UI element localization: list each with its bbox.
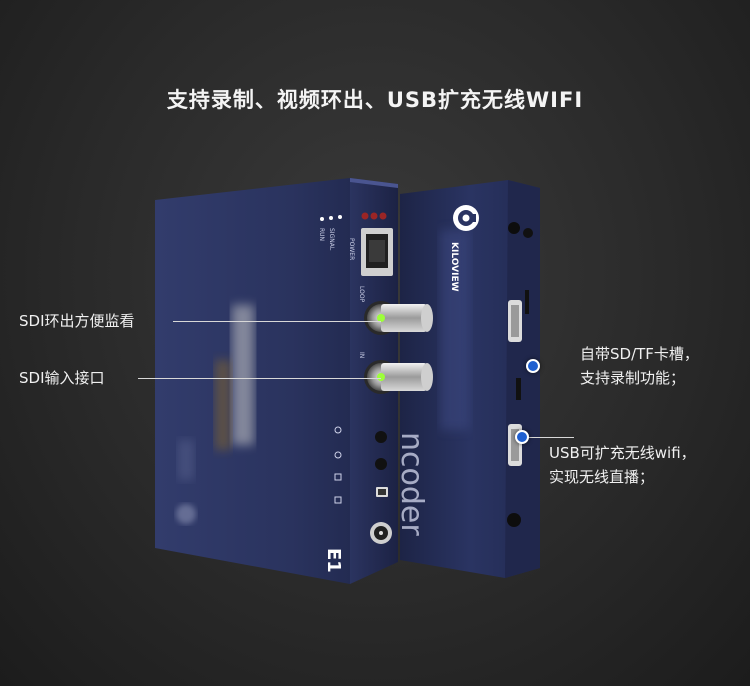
callout-usb-line1: USB可扩充无线wifi， <box>549 444 696 462</box>
callout-dot-sd-slot <box>526 359 540 373</box>
sdi-loop-connector <box>364 301 433 335</box>
indicator-label-signal: SIGNAL <box>328 228 335 251</box>
callout-line-sdi-loop <box>173 321 381 322</box>
callout-sdi-loop: SDI环出方便监看 <box>19 312 135 330</box>
indicator-label-run: RUN <box>318 228 325 241</box>
headline: 支持录制、视频环出、USB扩充无线WIFI <box>166 88 584 112</box>
led-loop <box>377 314 385 322</box>
sdi-input-connector <box>364 360 433 394</box>
callout-sd-slot-line1: 自带SD/TF卡槽， <box>580 345 699 363</box>
callout-sd-slot-line2: 支持录制功能； <box>580 369 686 387</box>
front-unit <box>155 178 433 584</box>
callout-line-usb <box>522 437 574 438</box>
model-mark: E1 <box>323 548 344 573</box>
callout-line-sdi-in <box>138 378 381 379</box>
port-label-loop: LOOP <box>358 286 365 303</box>
indicator-labels: POWER <box>348 238 355 260</box>
side-encoder-text: ncoder <box>394 432 429 536</box>
brand-text: KILOVIEW <box>449 242 459 292</box>
callout-dot-usb <box>515 430 529 444</box>
port-label-in: IN <box>358 352 365 358</box>
callout-usb: USB可扩充无线wifi， 实现无线直播； <box>549 441 696 489</box>
led-in <box>377 373 385 381</box>
callout-sdi-in: SDI输入接口 <box>19 369 105 387</box>
callout-usb-line2: 实现无线直播； <box>549 468 655 486</box>
callout-sd-slot: 自带SD/TF卡槽， 支持录制功能； <box>580 342 699 390</box>
rear-unit <box>400 180 540 578</box>
